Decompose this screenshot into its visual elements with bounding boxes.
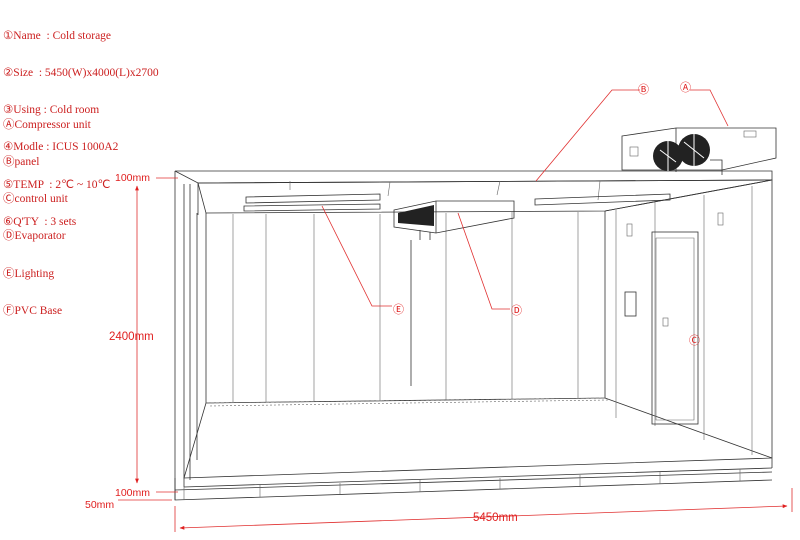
- width-label: 5450mm: [473, 512, 518, 524]
- back-wall: [205, 211, 606, 404]
- callout-c-label: Ⓒ: [689, 334, 700, 347]
- specification-list: ①Name : Cold storage ②Size : 5450(W)x400…: [3, 5, 159, 241]
- leader-panel: [535, 89, 640, 182]
- evaporator-unit: [393, 200, 515, 386]
- spec-quantity: ⑥Q'TY : 3 sets: [3, 215, 77, 228]
- legend-control-unit: Ⓒcontrol unit: [3, 193, 68, 206]
- component-legend: ⒶCompressor unit Ⓑpanel Ⓒcontrol unit ⒹE…: [3, 94, 91, 330]
- dimension-lines: [118, 177, 793, 532]
- legend-lighting: ⒺLighting: [3, 267, 55, 280]
- callout-leaders: [321, 89, 729, 310]
- spec-model: ④Modle : ICUS 1000A2: [3, 141, 119, 154]
- callout-a-label: Ⓐ: [680, 81, 691, 94]
- callout-e-label: Ⓔ: [393, 303, 404, 316]
- spec-temp: ⑤TEMP : 2℃ ~ 10℃: [3, 178, 111, 191]
- leader-compressor: [690, 89, 729, 127]
- legend-compressor-unit: ⒶCompressor unit: [3, 118, 91, 131]
- compressor-unit: [621, 127, 777, 175]
- spec-size: ②Size : 5450(W)x4000(L)x2700: [3, 67, 159, 80]
- legend-evaporator: ⒹEvaporator: [3, 230, 66, 243]
- base-height-label: 50mm: [85, 499, 114, 511]
- leader-evaporator: [457, 212, 510, 310]
- leader-lighting: [321, 205, 392, 307]
- door: [651, 231, 699, 425]
- spec-name: ①Name : Cold storage: [3, 29, 112, 42]
- ceiling-lights: [243, 193, 671, 212]
- callout-b-label: Ⓑ: [638, 83, 649, 96]
- width-dimension-arrow: [179, 504, 788, 530]
- bottom-thickness-label: 100mm: [115, 487, 150, 499]
- height-label: 2400mm: [109, 331, 154, 343]
- legend-pvc-base: ⒻPVC Base: [3, 304, 63, 317]
- legend-panel: Ⓑpanel: [3, 156, 40, 169]
- right-wall: [604, 179, 773, 468]
- top-thickness-label: 100mm: [115, 172, 150, 184]
- spec-using: ③Using : Cold room: [3, 104, 100, 117]
- control-panel-box: [624, 291, 637, 317]
- callout-d-label: Ⓓ: [511, 304, 522, 317]
- floor: [183, 397, 773, 479]
- room-structure: [174, 170, 773, 501]
